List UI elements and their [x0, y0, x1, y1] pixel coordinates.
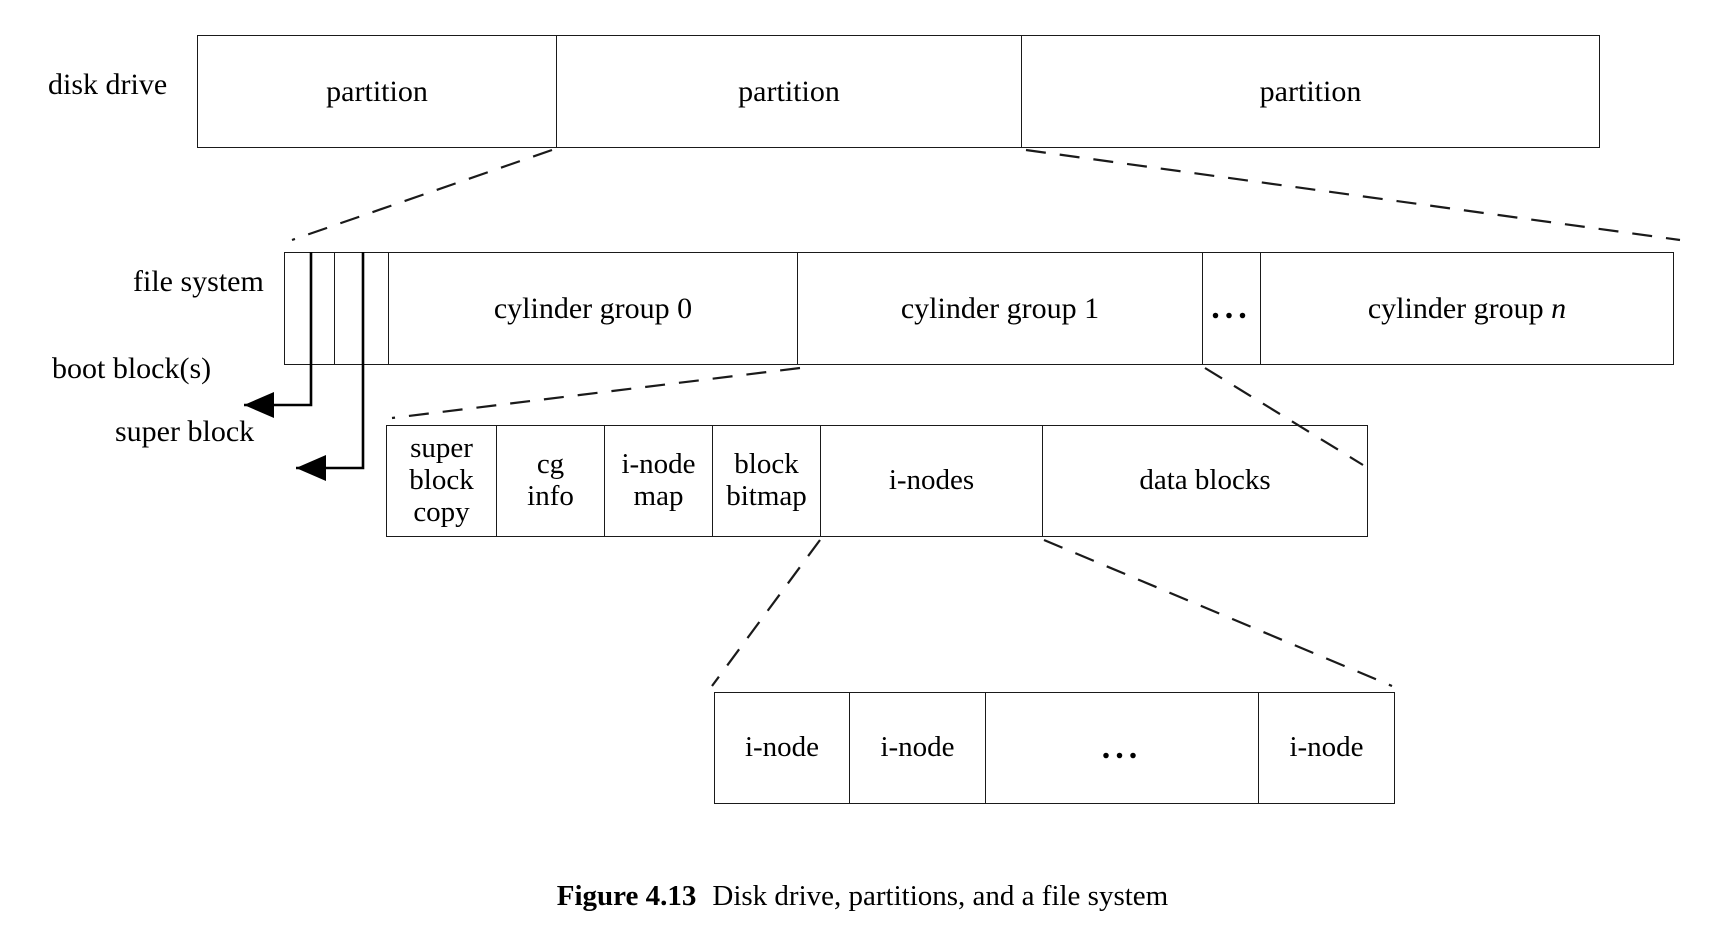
fs-cell-cylinder-group-0-label: cylinder group 0: [493, 292, 693, 325]
figure-caption-number: Figure 4.13: [556, 880, 697, 912]
connector-partition3-to-filesystem-right: [1025, 148, 1681, 242]
cg-cell-cg-info: cg info: [497, 425, 605, 537]
cg-cell-block-bitmap-line2: bitmap: [726, 480, 807, 512]
cg-cell-inode-map-label: i-node map: [621, 448, 696, 513]
cg-cell-block-bitmap-label: block bitmap: [726, 448, 807, 513]
callout-label-super-block: super block: [115, 415, 255, 448]
callout-label-boot-blocks: boot block(s): [52, 352, 212, 385]
partition-box-2: partition: [556, 35, 1022, 148]
cg-cell-super-block-copy: super block copy: [386, 425, 497, 537]
inode-cell-1: i-node: [714, 692, 850, 804]
inode-cell-2: i-node: [850, 692, 986, 804]
fs-cell-cylinder-group-n-suffix: n: [1551, 292, 1567, 325]
figure-caption: Figure 4.13 Disk drive, partitions, and a…: [0, 880, 1725, 913]
fs-cell-cylinder-group-n: cylinder group n: [1261, 252, 1674, 365]
cg-cell-cg-info-line1: cg: [536, 448, 565, 481]
fs-cell-super-block: [335, 252, 389, 365]
partition-box-1-label: partition: [326, 74, 428, 108]
cg-cell-super-block-copy-line1: super: [410, 432, 473, 465]
cg-cell-data-blocks-label: data blocks: [1139, 464, 1271, 497]
fs-cell-ellipsis-label: ...: [1211, 289, 1252, 327]
connector-inodes-to-inodetable-right: [1043, 538, 1393, 688]
fs-cell-ellipsis: ...: [1203, 252, 1261, 365]
row-label-disk-drive: disk drive: [48, 68, 168, 101]
connector-cg0-to-cgdetail-left: [391, 366, 801, 420]
figure-caption-text: Disk drive, partitions, and a file syste…: [712, 880, 1169, 912]
cg-cell-data-blocks: data blocks: [1043, 425, 1368, 537]
cg-cell-cg-info-line2: info: [527, 480, 574, 512]
connector-inodes-to-inodetable-left: [711, 539, 821, 687]
row-label-file-system: file system: [133, 265, 264, 298]
cg-cell-block-bitmap-line1: block: [734, 448, 799, 481]
arrowhead-super-block: [296, 455, 326, 481]
partition-box-3-label: partition: [1259, 74, 1362, 108]
fs-cell-boot-block: [284, 252, 335, 365]
fs-cell-cylinder-group-0: cylinder group 0: [389, 252, 798, 365]
cg-cell-cg-info-label: cg info: [527, 448, 574, 513]
inode-cell-2-label: i-node: [880, 731, 955, 764]
partition-box-2-label: partition: [738, 74, 840, 108]
inode-cell-last-label: i-node: [1289, 731, 1364, 764]
cg-cell-block-bitmap: block bitmap: [713, 425, 821, 537]
cg-cell-super-block-copy-line2: block: [409, 464, 474, 497]
inode-cell-1-label: i-node: [744, 731, 820, 764]
fs-cell-cylinder-group-1: cylinder group 1: [798, 252, 1203, 365]
connector-partition1-to-filesystem-left: [291, 148, 553, 242]
cg-cell-inodes: i-nodes: [821, 425, 1043, 537]
partition-box-1: partition: [197, 35, 557, 148]
cg-cell-inodes-label: i-nodes: [888, 464, 975, 497]
fs-cell-cylinder-group-1-label: cylinder group 1: [900, 292, 1100, 325]
cg-cell-inode-map: i-node map: [605, 425, 713, 537]
inode-cell-ellipsis-label: ...: [1101, 728, 1143, 766]
fs-cell-cylinder-group-n-prefix: cylinder group: [1367, 292, 1552, 325]
cg-cell-super-block-copy-label: super block copy: [409, 432, 474, 529]
cg-cell-super-block-copy-line3: copy: [413, 495, 470, 528]
cg-cell-inode-map-line1: i-node: [621, 448, 696, 481]
partition-box-3: partition: [1021, 35, 1600, 148]
fs-cell-cylinder-group-n-label: cylinder group n: [1368, 292, 1566, 325]
cg-cell-inode-map-line2: map: [633, 480, 684, 512]
inode-cell-last: i-node: [1259, 692, 1395, 804]
inode-cell-ellipsis: ...: [986, 692, 1259, 804]
